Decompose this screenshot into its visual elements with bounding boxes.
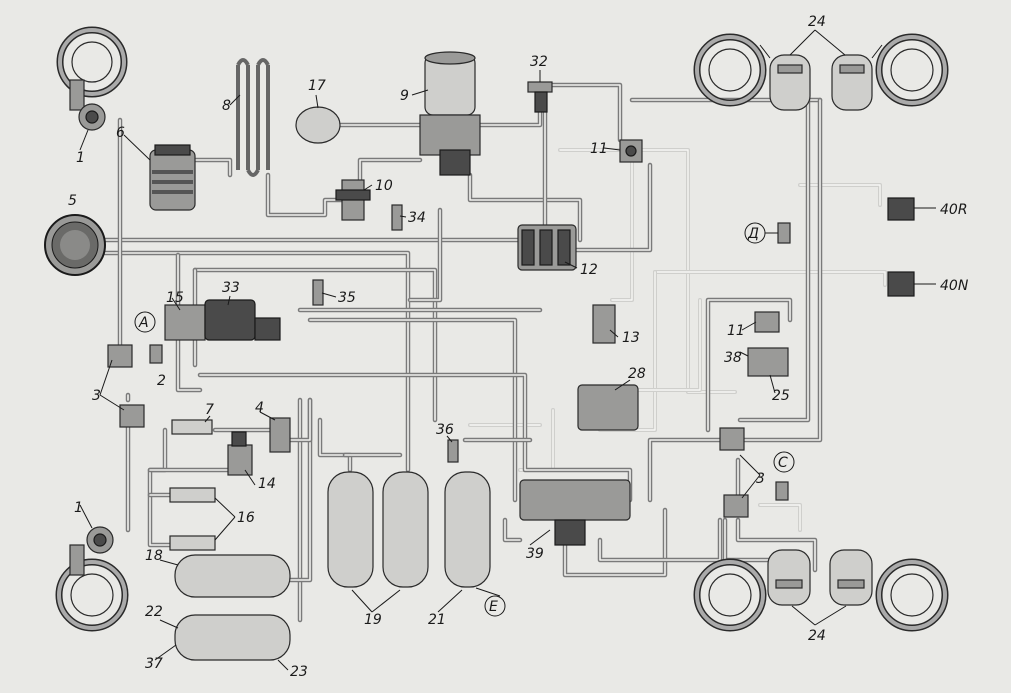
test-valve-C	[775, 481, 789, 501]
label-39: 39	[526, 546, 544, 562]
label-4: 4	[255, 400, 264, 416]
label-10: 10	[375, 178, 393, 194]
label-12: 12	[580, 262, 598, 278]
label-25: 25	[772, 388, 790, 404]
test-valve-2	[149, 344, 163, 364]
cooling-coil	[236, 58, 270, 177]
secondary-pipes	[468, 148, 887, 532]
label-5: 5	[68, 193, 77, 209]
sensor-35	[312, 279, 324, 306]
leader-lines	[79, 29, 936, 671]
valve-14	[227, 431, 253, 476]
air-dryer	[419, 51, 481, 176]
relay-valve-left-lower	[119, 404, 145, 428]
label-33: 33	[222, 280, 240, 296]
label-35: 35	[338, 290, 356, 306]
test-point-markers: A C Д E	[134, 222, 795, 617]
relay-valve-left-upper	[107, 344, 133, 368]
air-tank-18	[174, 554, 291, 598]
brake-mechanism-rear-left	[55, 526, 129, 632]
label-15: 15	[166, 290, 184, 306]
part-labels: 1 1 2 3 3 4 5 6 7 8 9 10 11 11 12 13 14 …	[68, 14, 969, 680]
pressure-regulator	[335, 179, 371, 221]
test-point-D: Д	[747, 226, 759, 242]
connector-40N	[887, 271, 915, 297]
test-point-E: E	[489, 599, 498, 615]
sensor-36	[447, 439, 459, 463]
label-16: 16	[237, 510, 255, 526]
label-19: 19	[364, 612, 382, 628]
label-40N: 40N	[940, 278, 969, 294]
label-11-top: 11	[590, 141, 608, 157]
cylinders-16	[169, 487, 216, 551]
valve-13	[592, 304, 616, 344]
valve-11-mid	[754, 311, 780, 333]
label-14: 14	[258, 476, 276, 492]
relay-valve-right-lower	[723, 494, 749, 518]
label-22: 22	[145, 604, 163, 620]
test-valve-D	[777, 222, 791, 244]
brake-valve	[164, 299, 281, 341]
label-21: 21	[428, 612, 446, 628]
label-7: 7	[205, 402, 214, 418]
valve-28	[577, 384, 639, 431]
air-tank-21	[444, 471, 491, 588]
brake-mechanism-front-left	[56, 26, 128, 131]
label-34: 34	[408, 210, 426, 226]
label-3-right: 3	[756, 471, 765, 487]
label-9: 9	[400, 88, 409, 104]
label-1-bottom: 1	[74, 500, 83, 516]
compressor	[149, 144, 196, 211]
brake-mechanism-front-right	[693, 33, 949, 111]
label-11-mid: 11	[727, 323, 745, 339]
label-40R: 40R	[940, 202, 968, 218]
label-24-top: 24	[808, 14, 826, 30]
label-23: 23	[290, 664, 308, 680]
label-13: 13	[622, 330, 640, 346]
air-tank-22	[174, 614, 291, 661]
label-28: 28	[628, 366, 646, 382]
valve-25	[747, 347, 789, 377]
valve-32	[527, 81, 553, 113]
sensor-34	[391, 204, 403, 231]
valve-11-top	[619, 139, 643, 163]
four-circuit-valve	[517, 224, 577, 271]
label-18: 18	[145, 548, 163, 564]
label-32: 32	[530, 54, 548, 70]
label-38: 38	[724, 350, 742, 366]
label-3-left: 3	[92, 388, 101, 404]
label-17: 17	[308, 78, 326, 94]
label-1-top: 1	[76, 150, 85, 166]
test-point-C: C	[778, 455, 788, 471]
label-24-bottom: 24	[808, 628, 826, 644]
label-37: 37	[145, 656, 163, 672]
brake-mechanism-rear-right	[693, 549, 949, 632]
connector-40R	[887, 197, 915, 221]
label-2: 2	[157, 373, 166, 389]
label-6: 6	[116, 125, 125, 141]
condensate-receiver	[295, 106, 341, 144]
valve-39	[519, 479, 631, 546]
label-8: 8	[222, 98, 231, 114]
pressure-gauge	[44, 214, 106, 276]
test-point-A: A	[138, 315, 149, 331]
label-36: 36	[436, 422, 454, 438]
relay-valve-right-upper	[719, 427, 745, 451]
valve-4	[269, 417, 291, 453]
cylinder-7	[171, 419, 213, 435]
air-tanks-19	[327, 471, 429, 588]
